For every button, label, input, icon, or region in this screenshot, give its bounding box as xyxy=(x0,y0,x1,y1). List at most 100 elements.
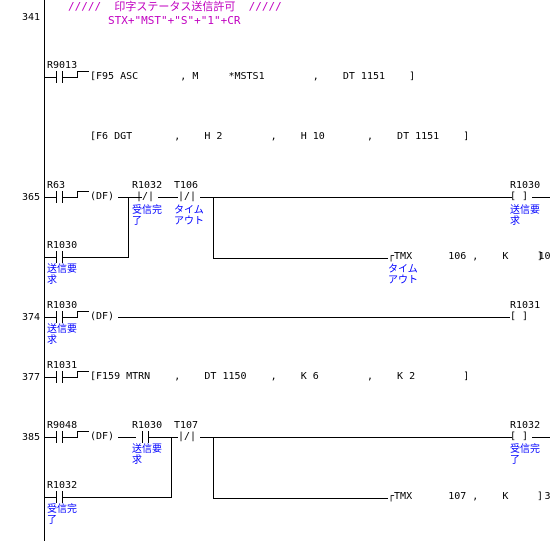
contact-bar xyxy=(142,431,143,443)
label-soushin-youkyu: 送信要 xyxy=(132,444,162,455)
label-timeout-2: アウト xyxy=(388,275,418,286)
contact-label-r1030: R1030 xyxy=(132,420,163,431)
contact-bar xyxy=(62,251,63,263)
timer-close-bracket: ] xyxy=(537,491,544,502)
branch-wire xyxy=(213,258,388,259)
left-power-rail xyxy=(44,0,45,541)
rung-wire xyxy=(118,317,510,318)
label-soushin-youkyu-2: 求 xyxy=(510,216,520,227)
contact-bar xyxy=(56,431,57,443)
coil-label-r1032: R1032 xyxy=(510,420,541,431)
df-symbol-365: (DF) xyxy=(90,191,115,202)
rung-wire xyxy=(77,311,89,312)
branch-wire xyxy=(171,437,172,498)
rung-wire xyxy=(77,191,78,198)
label-jushin-kanryo: 受信完 xyxy=(132,205,162,216)
comment-line-1: ///// 印字ステータス送信許可 ///// xyxy=(68,0,282,13)
rung-wire xyxy=(63,197,77,198)
rung-wire xyxy=(77,71,78,78)
contact-bar xyxy=(56,71,57,83)
rung-wire xyxy=(158,197,178,198)
rung-wire xyxy=(45,377,56,378)
rung-wire xyxy=(63,497,171,498)
rung-wire xyxy=(77,371,89,372)
contact-bar xyxy=(56,371,57,383)
step-number-365: 365 xyxy=(21,192,40,203)
contact-label-r63: R63 xyxy=(47,180,66,191)
rung-wire xyxy=(149,437,178,438)
rung-wire xyxy=(77,191,89,192)
coil-r1032: [ ] xyxy=(510,431,529,442)
label-soushin-youkyu-2: 求 xyxy=(132,455,142,466)
label-soushin-youkyu-2: 求 xyxy=(47,275,57,286)
rung-wire xyxy=(63,77,77,78)
rung-wire xyxy=(77,431,89,432)
rung-wire xyxy=(77,431,78,438)
label-jushin-kanryo: 受信完 xyxy=(47,504,77,515)
rung-wire xyxy=(45,197,56,198)
rung-wire xyxy=(200,197,512,198)
nc-contact-t107: |/| xyxy=(178,431,197,442)
instruction-f159: [F159 MTRN , DT 1150 , K 6 , K 2 ] xyxy=(90,371,470,382)
contact-label-r9013: R9013 xyxy=(47,60,78,71)
instruction-f6: [F6 DGT , H 2 , H 10 , DT 1151 ] xyxy=(90,131,470,142)
contact-bar xyxy=(56,311,57,323)
timer-label-t106: T106 xyxy=(174,180,199,191)
rung-wire xyxy=(77,371,78,378)
contact-bar xyxy=(62,71,63,83)
comment-line-2: STX+"MST"+"S"+"1"+CR xyxy=(108,14,241,27)
rung-wire xyxy=(63,257,128,258)
step-number-341: 341 xyxy=(21,12,40,23)
label-timeout-2: アウト xyxy=(174,216,204,227)
timer-instruction-tmx107: ┌TMX 107 , K 3 xyxy=(388,491,551,502)
contact-bar xyxy=(62,311,63,323)
branch-wire xyxy=(213,498,388,499)
contact-label-r9048: R9048 xyxy=(47,420,78,431)
label-jushin-kanryo: 受信完 xyxy=(510,444,540,455)
branch-wire xyxy=(213,437,214,499)
timer-instruction-tmx106: ┌TMX 106 , K 10 xyxy=(388,251,551,262)
label-timeout: タイム xyxy=(174,205,204,216)
label-jushin-kanryo-2: 了 xyxy=(510,455,520,466)
contact-label-r1030: R1030 xyxy=(47,240,78,251)
tmx106-text: TMX 106 , K 10 xyxy=(394,251,551,262)
rung-wire xyxy=(532,437,550,438)
coil-label-r1031: R1031 xyxy=(510,300,541,311)
rung-wire xyxy=(77,71,89,72)
rung-wire xyxy=(118,437,136,438)
contact-bar xyxy=(62,431,63,443)
rung-wire xyxy=(45,257,56,258)
rung-wire xyxy=(63,377,77,378)
df-symbol-385: (DF) xyxy=(90,431,115,442)
coil-r1030: [ ] xyxy=(510,191,529,202)
branch-wire xyxy=(128,197,129,258)
label-soushin-youkyu: 送信要 xyxy=(47,324,77,335)
rung-wire xyxy=(118,197,142,198)
contact-label-r1031: R1031 xyxy=(47,360,78,371)
rung-wire xyxy=(45,77,56,78)
instruction-f95: [F95 ASC , M *MSTS1 , DT 1151 ] xyxy=(90,71,416,82)
rung-wire xyxy=(45,437,56,438)
tmx107-text: TMX 107 , K 3 xyxy=(394,491,551,502)
branch-wire xyxy=(213,197,214,259)
contact-label-r1030: R1030 xyxy=(47,300,78,311)
contact-bar xyxy=(62,491,63,503)
df-symbol-374: (DF) xyxy=(90,311,115,322)
label-jushin-kanryo-2: 了 xyxy=(47,515,57,526)
coil-label-r1030: R1030 xyxy=(510,180,541,191)
contact-bar xyxy=(56,251,57,263)
contact-bar xyxy=(56,491,57,503)
label-jushin-kanryo-2: 了 xyxy=(132,216,142,227)
label-soushin-youkyu: 送信要 xyxy=(47,264,77,275)
rung-wire xyxy=(200,437,512,438)
coil-r1031: [ ] xyxy=(510,311,529,322)
contact-label-r1032: R1032 xyxy=(132,180,163,191)
rung-wire xyxy=(63,317,77,318)
rung-wire xyxy=(63,437,77,438)
contact-bar xyxy=(56,191,57,203)
rung-wire xyxy=(532,197,550,198)
contact-bar xyxy=(62,371,63,383)
step-number-377: 377 xyxy=(21,372,40,383)
contact-bar xyxy=(62,191,63,203)
